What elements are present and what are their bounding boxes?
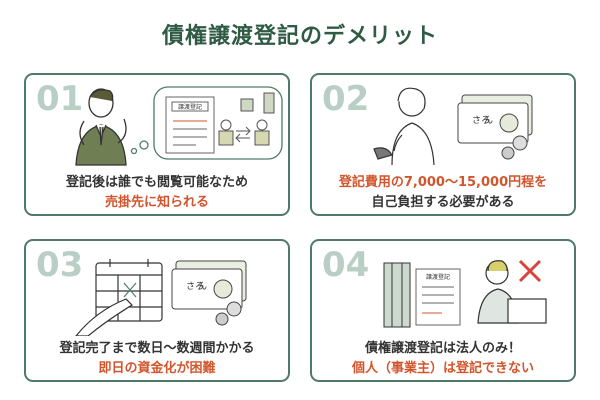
- card-line-2: 即日の資金化が困難: [98, 361, 216, 376]
- card-number: 01: [36, 79, 84, 119]
- wallet-bills-illustration: さろ ん: [373, 87, 533, 166]
- document-label: 譲渡登記: [178, 103, 202, 111]
- money-icon: [171, 260, 247, 326]
- document-icon: [165, 96, 215, 154]
- page-title: 債権譲渡登記のデメリット: [161, 24, 438, 49]
- card-number: 02: [322, 79, 370, 119]
- money-icon: [457, 94, 533, 160]
- card-02: 02 さろ ん 登記費用の7,000〜15,000円程を 自己負担する必要がある: [310, 73, 576, 216]
- cross-icon: [518, 259, 542, 283]
- card-line-1: 登記後は誰でも閲覧可能なため: [65, 175, 248, 190]
- card-04: 04 譲渡登記 債権譲渡登記は法: [310, 239, 576, 382]
- corporate-only-illustration: 譲渡登記: [383, 259, 547, 328]
- woman-icon: [373, 87, 435, 166]
- card-number: 03: [36, 245, 84, 285]
- card-line-1: 債権譲渡登記は法人のみ！: [364, 341, 521, 356]
- person-icon: [477, 260, 547, 324]
- people-transfer-icon: [218, 92, 275, 146]
- calendar-bills-illustration: さろ ん: [75, 259, 247, 336]
- building-icon: [383, 262, 411, 328]
- calendar-icon: [75, 259, 163, 336]
- worried-businessman-illustration: 譲渡登記: [75, 86, 283, 166]
- document-icon: [415, 268, 461, 326]
- bill-text: さろ: [472, 115, 490, 126]
- card-line-1: 登記完了まで数日〜数週間かかる: [59, 341, 255, 356]
- document-label: 譲渡登記: [426, 273, 450, 281]
- card-03: 03 さろ ん 登記完了まで数日〜数週間かかる 即日の資金化が困難: [24, 239, 290, 382]
- card-line-1: 登記費用の7,000〜15,000円程を: [338, 175, 548, 190]
- businessman-icon: [75, 88, 127, 166]
- card-line-2: 売掛先に知られる: [104, 195, 209, 210]
- card-01: 01: [24, 73, 290, 216]
- card-line-2: 自己負担する必要がある: [371, 195, 515, 210]
- bill-text-2: ん: [198, 281, 207, 292]
- bill-text: さろ: [186, 281, 204, 292]
- card-line-2: 個人（事業主）は登記できない: [351, 361, 534, 376]
- bill-text-2: ん: [484, 115, 493, 126]
- card-number: 04: [322, 245, 370, 285]
